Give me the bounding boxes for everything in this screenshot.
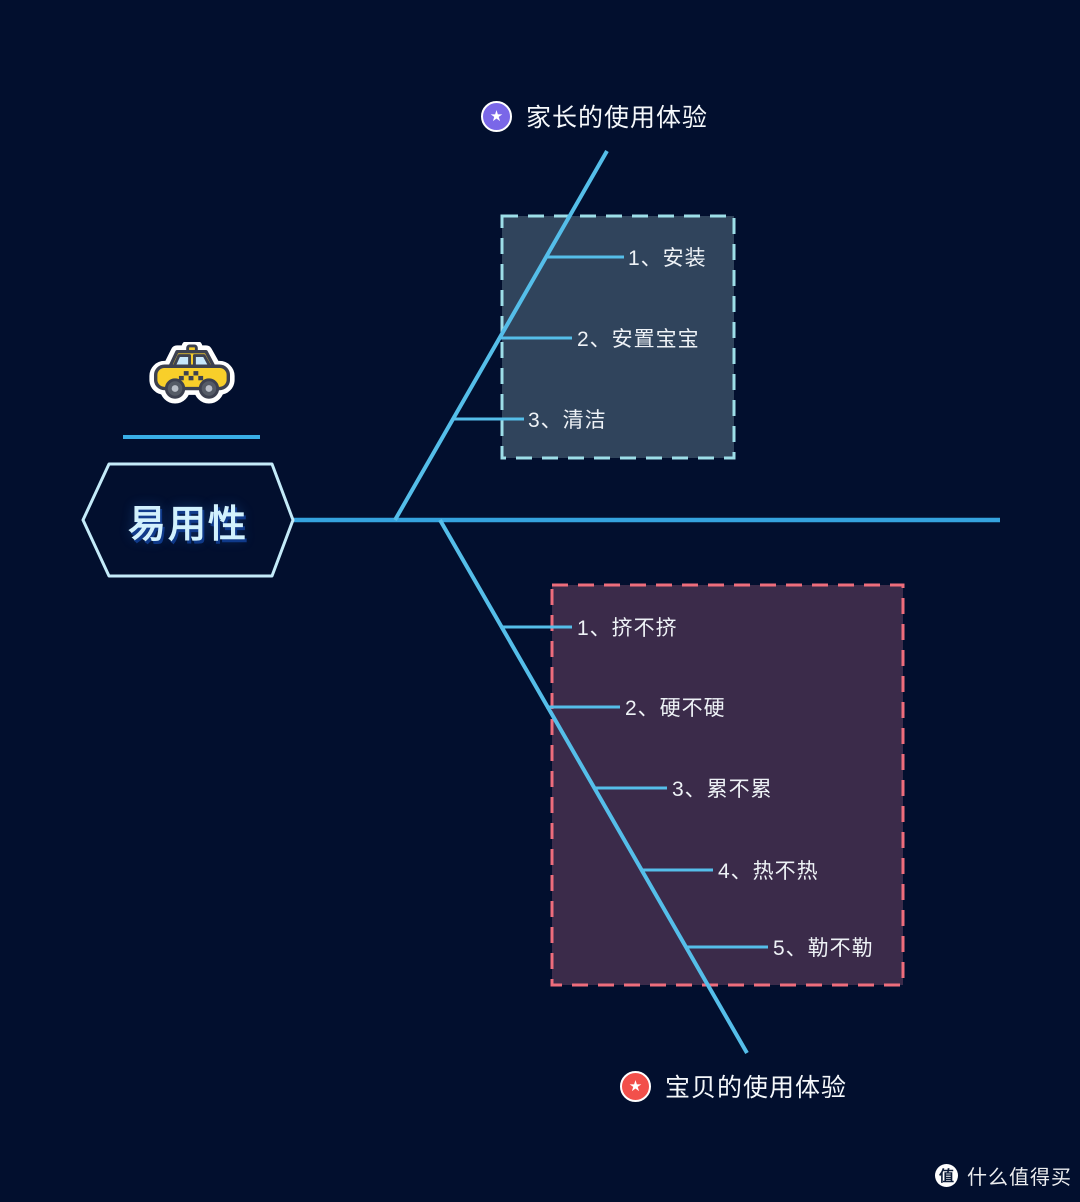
mindmap-item[interactable]: 1、挤不挤 xyxy=(577,617,678,640)
parents-star-icon: ★ xyxy=(481,100,512,132)
bottom-branch-box xyxy=(550,583,905,987)
taxi-icon xyxy=(149,342,235,404)
root-node-label[interactable]: 易用性 xyxy=(127,503,248,546)
mindmap-item[interactable]: 5、勒不勒 xyxy=(773,937,874,960)
mindmap-item[interactable]: 3、累不累 xyxy=(672,778,773,801)
top-branch-label[interactable]: ★ 家长的使用体验 xyxy=(481,100,708,132)
mindmap-item[interactable]: 2、硬不硬 xyxy=(625,697,726,720)
root-node-shape xyxy=(81,462,295,578)
smzdm-logo-icon: 值 xyxy=(935,1164,958,1187)
mindmap-item[interactable]: 3、清洁 xyxy=(528,409,607,432)
mindmap-item[interactable]: 1、安装 xyxy=(628,247,707,270)
baby-star-icon: ★ xyxy=(620,1070,651,1102)
top-branch-line xyxy=(393,150,609,521)
bottom-branch-label-text: 宝贝的使用体验 xyxy=(665,1074,848,1102)
watermark: 值 什么值得买 xyxy=(935,1161,1072,1190)
mindmap-item[interactable]: 4、热不热 xyxy=(718,860,819,883)
mindmap-item[interactable]: 2、安置宝宝 xyxy=(577,328,700,351)
watermark-text: 什么值得买 xyxy=(967,1167,1072,1189)
top-branch-label-text: 家长的使用体验 xyxy=(526,104,709,132)
bottom-branch-label[interactable]: ★ 宝贝的使用体验 xyxy=(620,1070,847,1102)
